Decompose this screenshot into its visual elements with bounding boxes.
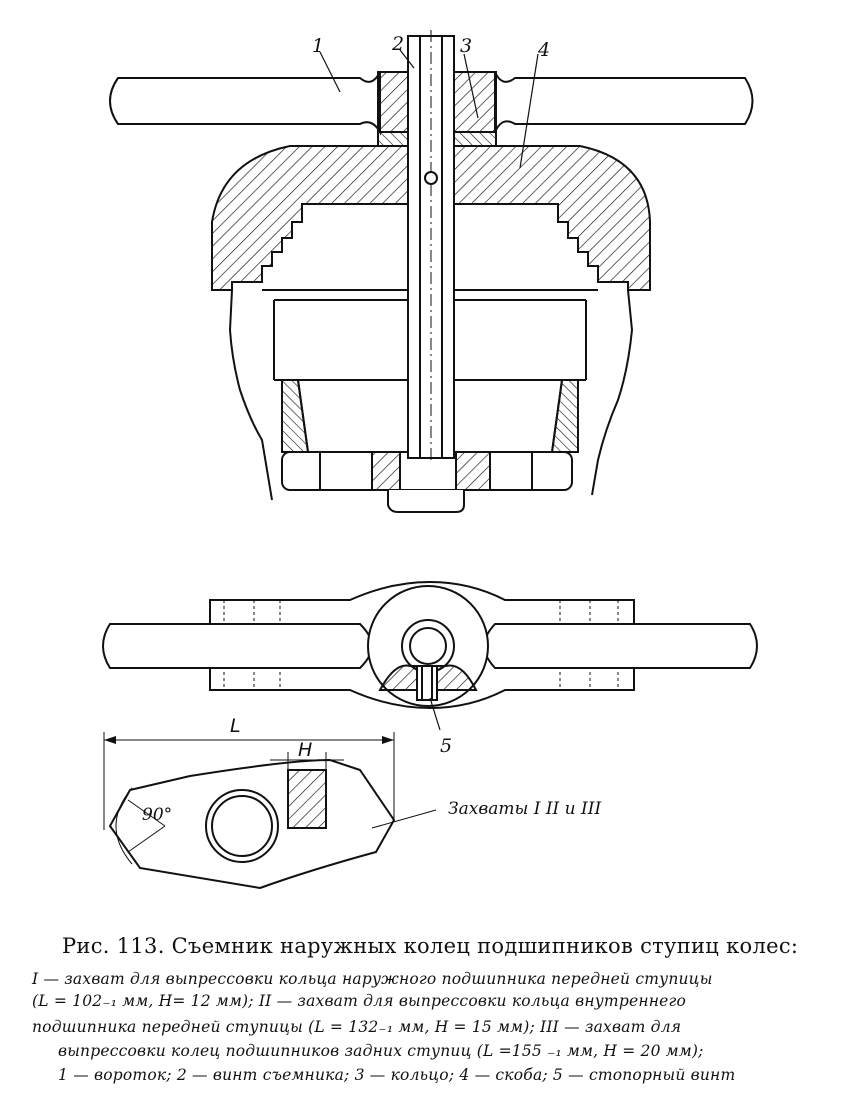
bracket-left [211, 145, 409, 291]
angle-arc [115, 787, 133, 865]
angle-label: 90° [142, 805, 172, 825]
bracket-right [453, 145, 651, 291]
caption-line-5: 1 — вороток; 2 — винт съемника; 3 — коль… [58, 1066, 736, 1084]
handle-left [109, 71, 381, 136]
figure-caption: Рис. 113. Съемник наружных колец подшипн… [0, 930, 850, 1105]
lock-screw [416, 665, 438, 701]
callout-2: 2 [391, 33, 404, 55]
caption-line-1: I — захват для выпрессовки кольца наружн… [32, 970, 713, 988]
hub-outline-right [591, 289, 634, 496]
puller-plan-view [102, 580, 758, 731]
caption-line-2: (L = 102₋₁ мм, H= 12 мм); II — захват дл… [32, 992, 687, 1010]
dimension-H-label: H [298, 739, 312, 761]
handle-right [494, 71, 754, 133]
plan-handle [102, 623, 374, 669]
caption-line-4: выпрессовки колец подшипников задних сту… [58, 1042, 704, 1060]
grip-plate-view [103, 732, 437, 890]
grips-note: Захваты I II и III [448, 799, 601, 819]
bearing-ring-right [550, 379, 579, 453]
bearing-ring-left [281, 379, 310, 453]
ring-right [453, 131, 497, 147]
callout-5: 5 [440, 735, 452, 757]
callout-1: 1 [312, 35, 324, 57]
caption-line-3: подшипника передней ступицы (L = 132₋₁ м… [32, 1018, 682, 1036]
puller-section-view [109, 30, 754, 513]
hub-outline-left [228, 289, 273, 501]
puller-drawing: 1 2 3 4 5 [102, 30, 758, 890]
callout-4: 4 [537, 39, 550, 61]
caption-title: Рис. 113. Съемник наружных колец подшипн… [62, 934, 799, 958]
grip-tooth [287, 769, 327, 829]
screw-head [387, 490, 465, 513]
handle-hub-left [377, 71, 409, 133]
callout-leaders [319, 49, 539, 169]
callout-3: 3 [460, 35, 472, 57]
dimension-L-label: L [230, 715, 241, 737]
ring-left [377, 131, 409, 147]
